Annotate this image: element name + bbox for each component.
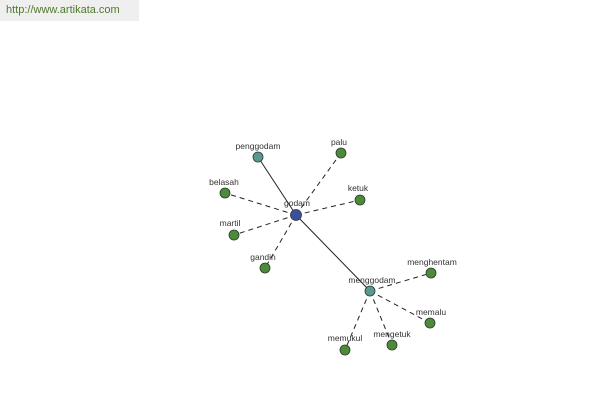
edge-godam-ketuk [295, 199, 361, 216]
node-godam[interactable] [290, 209, 302, 221]
node-menggodam[interactable] [364, 285, 376, 297]
edge-godam-penggodam [257, 156, 297, 216]
graph-labels: godam penggodam menggodam palu ketuk belasah m… [209, 137, 457, 343]
edge-godam-palu [295, 152, 342, 216]
node-penggodam[interactable] [252, 151, 264, 163]
edge-godam-martil [233, 214, 297, 236]
edge-godam-gandin [264, 214, 297, 269]
node-ketuk[interactable] [354, 194, 366, 206]
node-memukul[interactable] [339, 344, 351, 356]
graph-nodes [219, 147, 437, 356]
node-label-menggodam[interactable]: menggodam [348, 275, 395, 285]
node-label-penggodam[interactable]: penggodam [236, 141, 281, 151]
node-label-ketuk[interactable]: ketuk [348, 183, 369, 193]
node-label-memukul[interactable]: memukul [328, 333, 363, 343]
node-label-mengetuk[interactable]: mengetuk [373, 329, 411, 339]
node-gandin[interactable] [259, 262, 271, 274]
node-label-palu[interactable]: palu [331, 137, 347, 147]
edge-menggodam-menghentam [369, 272, 432, 292]
node-martil[interactable] [228, 229, 240, 241]
edge-godam-belasah [224, 192, 297, 216]
node-memalu[interactable] [424, 317, 436, 329]
edge-menggodam-memukul [344, 290, 371, 351]
graph-edges [224, 152, 432, 351]
node-label-martil[interactable]: martil [220, 218, 241, 228]
node-mengetuk[interactable] [386, 339, 398, 351]
node-belasah[interactable] [219, 187, 231, 199]
url-banner[interactable]: http://www.artikata.com [0, 0, 139, 21]
node-label-memalu[interactable]: memalu [416, 307, 447, 317]
node-label-gandin[interactable]: gandin [250, 252, 276, 262]
node-label-belasah[interactable]: belasah [209, 177, 239, 187]
node-label-godam[interactable]: godam [284, 198, 310, 208]
edge-menggodam-memalu [369, 290, 431, 324]
edge-menggodam-mengetuk [369, 290, 393, 346]
site-url-link[interactable]: http://www.artikata.com [6, 4, 120, 16]
edge-godam-menggodam [295, 214, 371, 292]
node-menghentam[interactable] [425, 267, 437, 279]
node-label-menghentam[interactable]: menghentam [407, 257, 457, 267]
node-palu[interactable] [335, 147, 347, 159]
